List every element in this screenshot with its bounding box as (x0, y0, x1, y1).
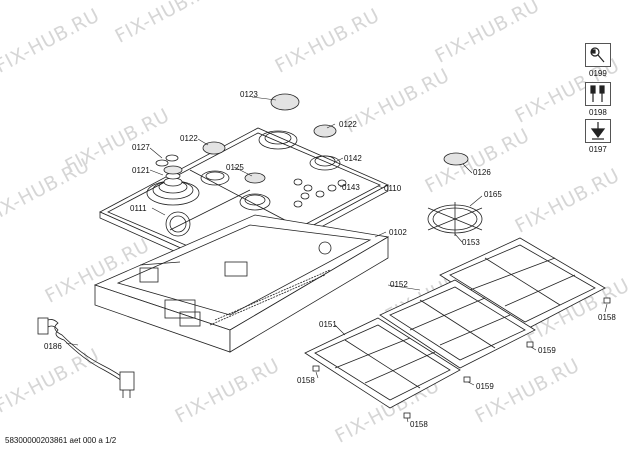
label-0125: 0125 (226, 163, 244, 172)
legend-code: 0197 (589, 145, 607, 154)
small-burner (200, 141, 230, 186)
label-0126: 0126 (473, 168, 491, 177)
wok-ring (427, 202, 483, 236)
power-cable (37, 317, 135, 398)
grease-applicator-icon (585, 119, 611, 143)
burner-cap-loose (443, 152, 469, 166)
label-0127: 0127 (132, 143, 150, 152)
label-0158: 0158 (410, 420, 428, 429)
label-0165: 0165 (484, 190, 502, 199)
label-0159: 0159 (476, 382, 494, 391)
leader-lines (65, 96, 608, 423)
legend-code: 0199 (589, 69, 607, 78)
label-0110: 0110 (384, 184, 402, 193)
label-0158: 0158 (297, 376, 315, 385)
pan-support-middle (379, 279, 536, 369)
label-0122: 0122 (339, 120, 357, 129)
rear-right-burner (309, 124, 341, 171)
label-0159: 0159 (538, 346, 556, 355)
wrench-tool-icon (585, 43, 611, 67)
label-0151: 0151 (319, 320, 337, 329)
label-0111: 0111 (130, 204, 147, 213)
large-burner (258, 93, 300, 150)
screwdriver-set-icon (585, 82, 611, 106)
medium-burner (239, 172, 271, 211)
label-0153: 0153 (462, 238, 480, 247)
label-0152: 0152 (390, 280, 408, 289)
label-0102: 0102 (389, 228, 407, 237)
pan-support-small (304, 317, 461, 409)
rubber-feet (312, 297, 611, 419)
label-0121: 0121 (132, 166, 150, 175)
label-0122: 0122 (180, 134, 198, 143)
label-0143: 0143 (342, 183, 360, 192)
bottom-tray (93, 214, 390, 353)
label-0142: 0142 (344, 154, 362, 163)
burner-cutout (165, 211, 191, 237)
label-0123: 0123 (240, 90, 258, 99)
wok-burner (146, 154, 200, 206)
document-footer: 58300000203861 aet 000 a 1/2 (5, 436, 117, 445)
label-0158: 0158 (598, 313, 616, 322)
label-0186: 0186 (44, 342, 62, 351)
legend-code: 0198 (589, 108, 607, 117)
